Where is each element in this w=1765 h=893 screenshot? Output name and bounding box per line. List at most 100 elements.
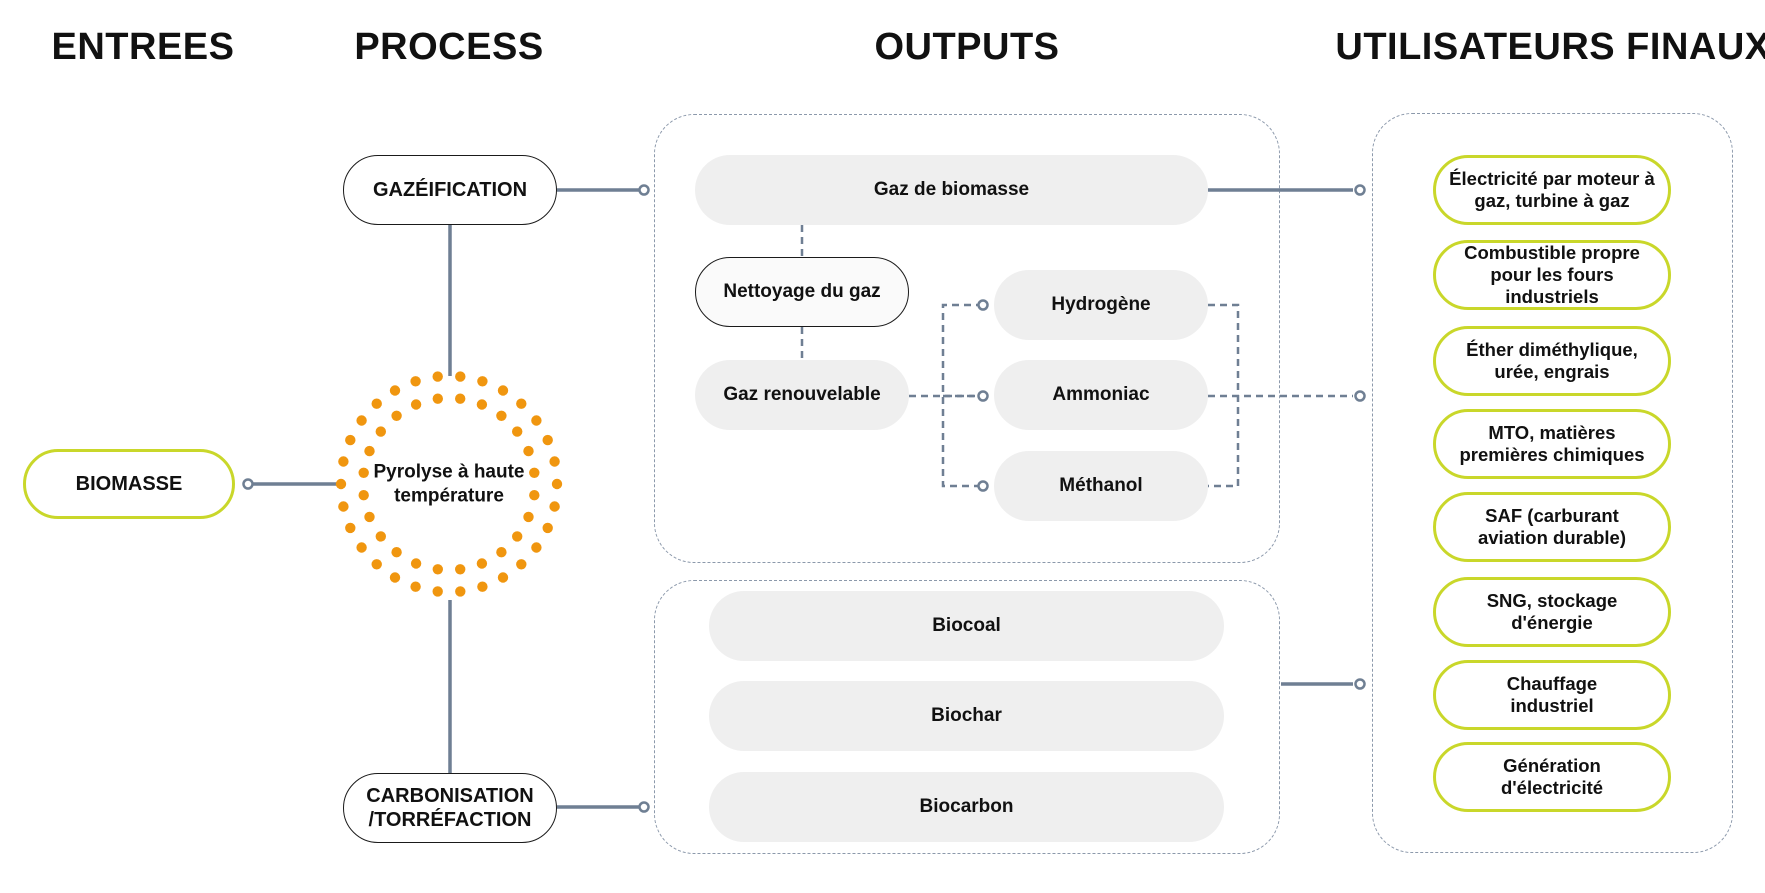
pyrolysis-dot [523, 445, 534, 457]
pyrolysis-dot [549, 456, 560, 467]
user-line: d'électricité [1500, 777, 1604, 798]
pyrolysis-dot [529, 490, 540, 501]
outputs-solid-group [654, 580, 1280, 854]
process-pyrolyse-line2: température [394, 485, 504, 506]
pyrolysis-dot [432, 564, 443, 575]
pyrolysis-dot [477, 376, 488, 387]
pyrolysis-dot [358, 467, 369, 478]
connector-node-gaz-in [638, 184, 650, 196]
user-electricite-moteur[interactable]: Électricité par moteur à gaz, turbine à … [1433, 155, 1671, 225]
user-mto-matieres[interactable]: MTO, matières premières chimiques [1433, 409, 1671, 479]
connector-node-biomasse [242, 478, 254, 490]
dashed-splitter-bus [941, 303, 983, 488]
output-methanol[interactable]: Méthanol [994, 451, 1208, 521]
header-outputs: OUTPUTS [874, 26, 1060, 68]
user-line: Génération [1503, 754, 1601, 776]
process-pyrolyse[interactable]: Pyrolyse à haute température [373, 460, 524, 508]
pyrolysis-dot [516, 398, 527, 409]
user-saf[interactable]: SAF (carburant aviation durable) [1433, 492, 1671, 562]
output-ammoniac[interactable]: Ammoniac [994, 360, 1208, 430]
output-biocarbon[interactable]: Biocarbon [709, 772, 1224, 842]
output-gaz-biomasse[interactable]: Gaz de biomasse [695, 155, 1208, 225]
output-nettoyage-gaz[interactable]: Nettoyage du gaz [695, 257, 909, 327]
process-gazeification[interactable]: GAZÉIFICATION [343, 155, 557, 225]
users-group [1372, 113, 1733, 853]
user-generation-electricite[interactable]: Génération d'électricité [1433, 742, 1671, 812]
user-line: d'énergie [1511, 612, 1593, 633]
pyrolysis-dot [345, 434, 356, 446]
output-hydrogene[interactable]: Hydrogène [994, 270, 1208, 340]
pyrolysis-dot [371, 559, 382, 570]
output-gaz-renouvelable[interactable]: Gaz renouvelable [695, 360, 909, 430]
pyrolysis-dot [356, 415, 367, 426]
pyrolysis-dot [410, 399, 422, 410]
user-line: aviation durable) [1477, 527, 1627, 548]
header-process: PROCESS [354, 26, 544, 68]
process-carbonisation-line2: /TORRÉFACTION [368, 809, 532, 831]
output-nettoyage-gaz-label: Nettoyage du gaz [723, 280, 881, 302]
pyrolysis-dot [531, 415, 542, 426]
pyrolysis-dot [523, 511, 534, 523]
pyrolysis-dot [496, 410, 507, 421]
output-biocarbon-label: Biocarbon [919, 795, 1014, 817]
user-line: SAF (carburant [1485, 504, 1619, 526]
header-utilisateurs-finaux: UTILISATEURS FINAUX [1335, 26, 1765, 68]
input-biomasse-label: BIOMASSE [75, 473, 183, 495]
pyrolysis-dot [455, 371, 466, 382]
pyrolysis-dot [391, 547, 402, 558]
pyrolysis-dot [371, 398, 382, 409]
connector-node-users-1 [1354, 184, 1366, 196]
output-biocoal-label: Biocoal [932, 614, 1001, 636]
pyrolysis-dot [432, 586, 443, 597]
pyrolysis-dot [410, 581, 421, 592]
pyrolysis-dot [432, 371, 443, 382]
user-sng-stockage[interactable]: SNG, stockage d'énergie [1433, 577, 1671, 647]
user-combustible-fours[interactable]: Combustible propre pour les fours indust… [1433, 240, 1671, 310]
pyrolysis-dot [477, 581, 488, 592]
pyrolysis-dot [356, 542, 367, 553]
user-line: Chauffage [1506, 672, 1598, 694]
user-line: MTO, matières [1488, 421, 1616, 443]
pyrolysis-dot [455, 393, 466, 404]
pyrolysis-dot [531, 542, 542, 553]
output-ammoniac-label: Ammoniac [1052, 383, 1150, 405]
connector-node-hydrogene [977, 299, 989, 311]
pyrolysis-dot [410, 376, 421, 387]
pyrolysis-dot [497, 385, 509, 396]
output-gaz-biomasse-label: Gaz de biomasse [873, 178, 1030, 200]
pyrolysis-dot [345, 522, 356, 534]
pyrolysis-dot [391, 410, 402, 421]
user-line: Éther diméthylique, [1466, 338, 1638, 360]
pyrolysis-dotted-ring [335, 371, 563, 597]
pyrolysis-dot [542, 522, 553, 534]
user-line: Combustible propre [1464, 241, 1640, 263]
pyrolysis-dot [364, 511, 375, 523]
user-ether-dimethylique[interactable]: Éther diméthylique, urée, engrais [1433, 326, 1671, 396]
input-biomasse[interactable]: BIOMASSE [23, 449, 235, 519]
output-gaz-renouvelable-label: Gaz renouvelable [723, 383, 881, 405]
pyrolysis-dot [512, 531, 523, 542]
pyrolysis-dot [358, 490, 369, 501]
process-gazeification-label: GAZÉIFICATION [372, 179, 528, 201]
connector-node-users-2 [1354, 390, 1366, 402]
pyrolysis-dot [375, 426, 386, 437]
output-biocoal[interactable]: Biocoal [709, 591, 1224, 661]
pyrolysis-dot [364, 445, 375, 457]
pyrolysis-dot [476, 399, 488, 410]
pyrolysis-dot [389, 385, 401, 396]
process-carbonisation[interactable]: CARBONISATION /TORRÉFACTION [343, 773, 557, 843]
pyrolysis-dot [512, 426, 523, 437]
pyrolysis-dot [496, 547, 507, 558]
user-line: Électricité par moteur à [1449, 167, 1655, 189]
pyrolysis-dot [335, 478, 347, 490]
user-line: SNG, stockage [1486, 589, 1618, 611]
pyrolysis-dot [432, 393, 443, 404]
output-biochar[interactable]: Biochar [709, 681, 1224, 751]
connector-node-ammoniac [977, 390, 989, 402]
pyrolysis-dot [542, 434, 553, 446]
user-chauffage-industriel[interactable]: Chauffage industriel [1433, 660, 1671, 730]
outputs-gas-group [654, 114, 1280, 563]
user-line: premières chimiques [1459, 444, 1645, 465]
user-line: pour les fours industriels [1490, 263, 1614, 308]
